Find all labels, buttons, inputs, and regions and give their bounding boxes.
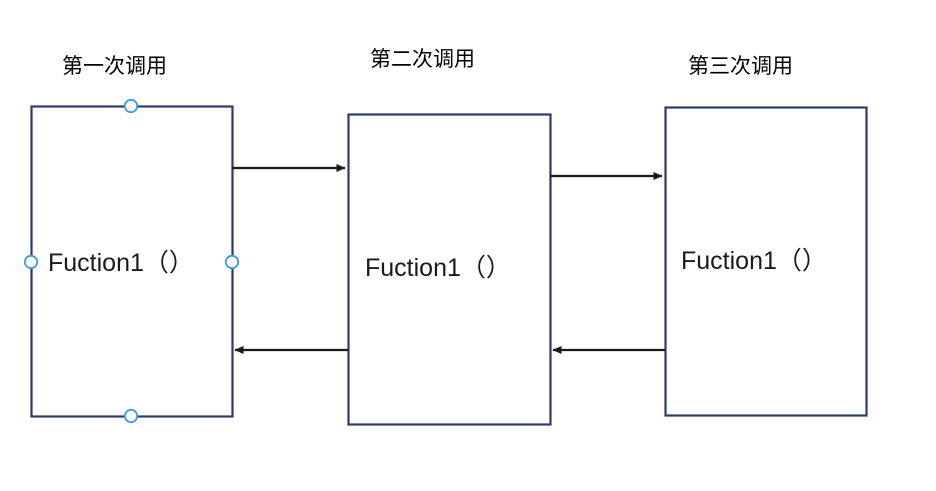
box-call-2[interactable] [347,113,552,426]
caption-first-call: 第一次调用 [62,55,167,78]
box-call-3[interactable] [664,106,868,417]
caption-second-call: 第二次调用 [370,48,475,71]
box-call-2-label: Fuction1（） [365,254,511,282]
selection-handle-right-icon[interactable] [224,254,240,270]
selection-handle-top-icon[interactable] [123,98,139,114]
caption-third-call: 第三次调用 [688,55,793,78]
box-call-1[interactable] [30,105,234,418]
selection-handle-bottom-icon[interactable] [123,408,139,424]
box-call-3-label: Fuction1（） [681,247,827,275]
box-call-1-label: Fuction1（） [48,249,194,277]
selection-handle-left-icon[interactable] [23,254,39,270]
